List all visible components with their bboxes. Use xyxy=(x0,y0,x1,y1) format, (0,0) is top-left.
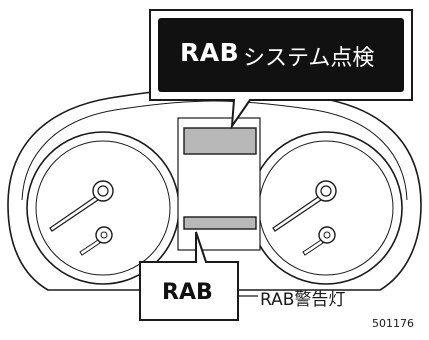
top-callout-badge: RAB xyxy=(180,38,240,67)
top-callout-message: システム点検 xyxy=(243,46,375,71)
bottom-callout-badge: RAB xyxy=(162,280,213,305)
center-display-screen xyxy=(183,127,257,155)
right-gauge xyxy=(249,131,403,285)
left-gauge xyxy=(26,131,180,285)
center-display-panel xyxy=(177,117,261,251)
rab-warning-lamp-label: RAB警告灯 xyxy=(260,290,346,310)
top-callout xyxy=(149,9,413,130)
figure-number: 501176 xyxy=(372,317,414,330)
rab-warning-lamp-strip xyxy=(183,216,257,230)
bottom-callout xyxy=(139,231,258,321)
